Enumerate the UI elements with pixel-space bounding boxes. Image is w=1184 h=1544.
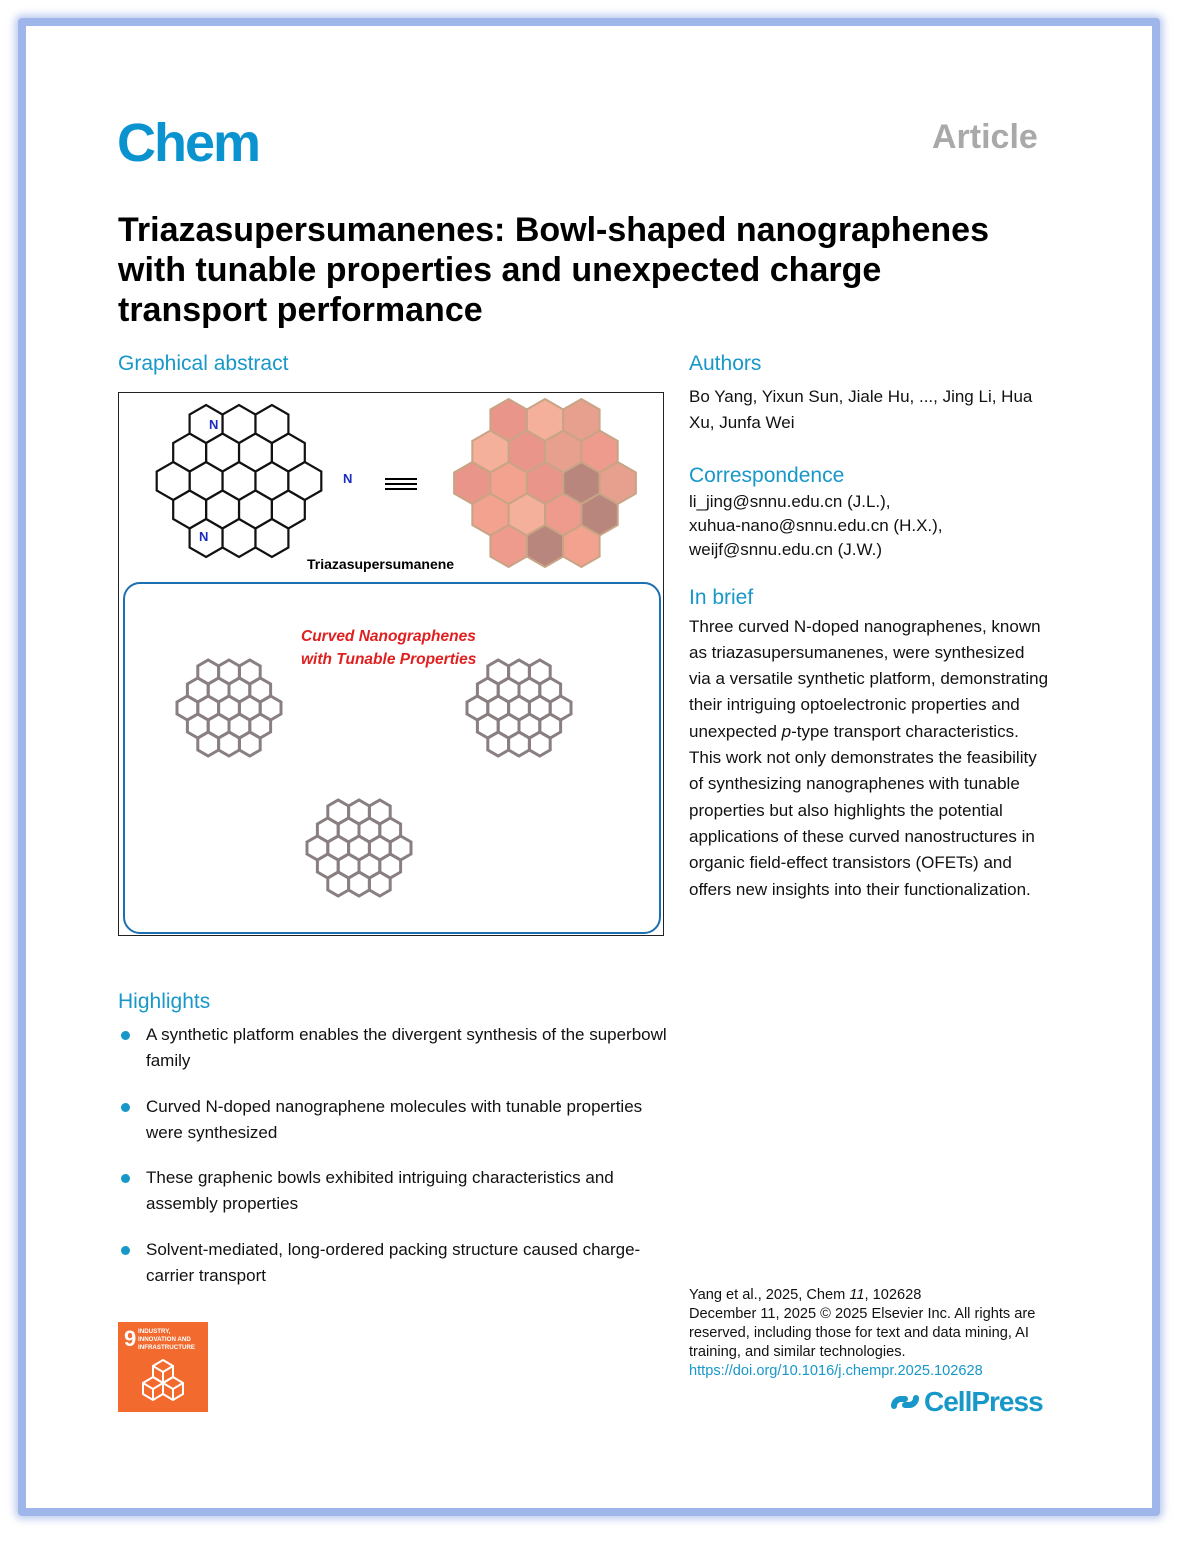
nitrogen-label: N <box>343 471 352 486</box>
surface-ring <box>598 460 637 506</box>
cellpress-logo: CellPress <box>890 1386 1044 1418</box>
molecule-ring <box>367 798 392 826</box>
highlights-heading: Highlights <box>118 990 211 1013</box>
molecule-ring <box>465 694 490 722</box>
authors-heading: Authors <box>689 352 762 375</box>
citation: Yang et al., 2025, Chem 11, 102628 Decem… <box>689 1286 1059 1381</box>
molecule-ring <box>196 730 221 758</box>
molecule-ring <box>507 658 531 686</box>
highlight-item: Curved N-doped nanographene molecules wi… <box>118 1094 668 1147</box>
molecule-ring <box>258 694 283 722</box>
crystal-structures-panel <box>123 582 661 934</box>
molecule-ring <box>237 730 262 758</box>
in-brief-text: Three curved N-doped nanographenes, know… <box>689 616 1049 899</box>
author-list: Bo Yang, Yixun Sun, Jiale Hu, ..., Jing … <box>689 387 1033 433</box>
nitrogen-label: N <box>199 529 208 544</box>
surface-ring <box>562 523 601 569</box>
caption-line-1: Curved Nanographenes <box>301 628 476 645</box>
bullet-icon <box>121 1031 130 1040</box>
bullet-icon <box>121 1174 130 1184</box>
in-brief-heading: In brief <box>689 585 754 609</box>
molecule-ring <box>486 658 511 686</box>
highlight-item: A synthetic platform enables the diverge… <box>118 1022 668 1075</box>
highlight-item: Solvent-mediated, long-ordered packing s… <box>118 1237 668 1290</box>
graphical-abstract: Triazasupersumanene Curved Nanographenes… <box>118 392 664 936</box>
bullet-icon <box>121 1245 130 1255</box>
molecule-ring <box>196 658 221 686</box>
molecule-ring <box>388 834 413 862</box>
cellpress-icon <box>891 1395 919 1409</box>
molecule-ring <box>326 870 351 898</box>
right-column: Authors Bo Yang, Yixun Sun, Jiale Hu, ..… <box>689 352 1049 903</box>
journal-logo: Chem <box>117 113 261 173</box>
sdg-9-badge: 9 INDUSTRY, INNOVATION AND INFRASTRUCTUR… <box>118 1322 208 1412</box>
molecule-ring <box>175 694 200 722</box>
doi-link[interactable]: https://doi.org/10.1016/j.chempr.2025.10… <box>689 1363 983 1379</box>
surface-ring <box>562 397 601 443</box>
equivalence-symbol <box>385 478 417 490</box>
molecule-name: Triazasupersumanene <box>307 556 454 572</box>
graphical-abstract-heading: Graphical abstract <box>118 352 289 375</box>
citation-reference: Yang et al., 2025, Chem 11, 102628 <box>689 1287 922 1303</box>
surface-ring <box>489 523 528 569</box>
molecule-ring <box>305 834 330 862</box>
surface-ring <box>453 460 492 506</box>
ring <box>188 517 224 559</box>
highlight-item: These graphenic bowls exhibited intrigui… <box>118 1165 668 1218</box>
surface-ring <box>525 397 565 443</box>
molecule-ring <box>347 798 371 826</box>
page-frame <box>18 18 1160 1516</box>
molecule-ring <box>527 658 552 686</box>
ring <box>221 403 257 445</box>
cubes-icon <box>142 1358 184 1402</box>
crystal-structure-molecules <box>175 658 573 898</box>
molecule-ring <box>486 730 511 758</box>
surface-ring <box>525 523 565 569</box>
graphical-abstract-figure: Triazasupersumanene Curved Nanographenes… <box>123 397 661 934</box>
ring <box>254 403 290 445</box>
chemical-structure-drawing <box>155 403 323 559</box>
molecule-ring <box>548 694 573 722</box>
molecular-surface-model <box>453 397 637 569</box>
molecule-ring <box>326 798 351 826</box>
correspondence-heading: Correspondence <box>689 463 845 487</box>
ring <box>155 460 191 502</box>
molecule-ring <box>217 730 241 758</box>
ring <box>254 517 290 559</box>
molecule-ring <box>507 730 531 758</box>
article-type: Article <box>932 118 1038 156</box>
molecule-ring <box>237 658 262 686</box>
article-title: Triazasupersumanenes: Bowl-shaped nanogr… <box>118 211 990 329</box>
nitrogen-label: N <box>209 417 218 432</box>
copyright-notice: December 11, 2025 © 2025 Elsevier Inc. A… <box>689 1306 1036 1360</box>
ring <box>188 403 224 445</box>
ring <box>287 460 323 502</box>
email-link[interactable]: li_jing@snnu.edu.cn (J.L.), <box>689 491 891 511</box>
bullet-icon <box>121 1102 130 1112</box>
molecule-ring <box>347 870 371 898</box>
molecule-ring <box>527 730 552 758</box>
caption-line-2: with Tunable Properties <box>301 651 477 668</box>
molecule-ring <box>367 870 392 898</box>
molecule-ring <box>217 658 241 686</box>
ring <box>221 517 257 559</box>
surface-ring <box>489 397 528 443</box>
highlights-section: Highlights A synthetic platform enables … <box>118 990 668 1308</box>
email-link[interactable]: weijf@snnu.edu.cn (J.W.) <box>689 539 882 559</box>
email-link[interactable]: xuhua-nano@snnu.edu.cn (H.X.), <box>689 515 943 535</box>
